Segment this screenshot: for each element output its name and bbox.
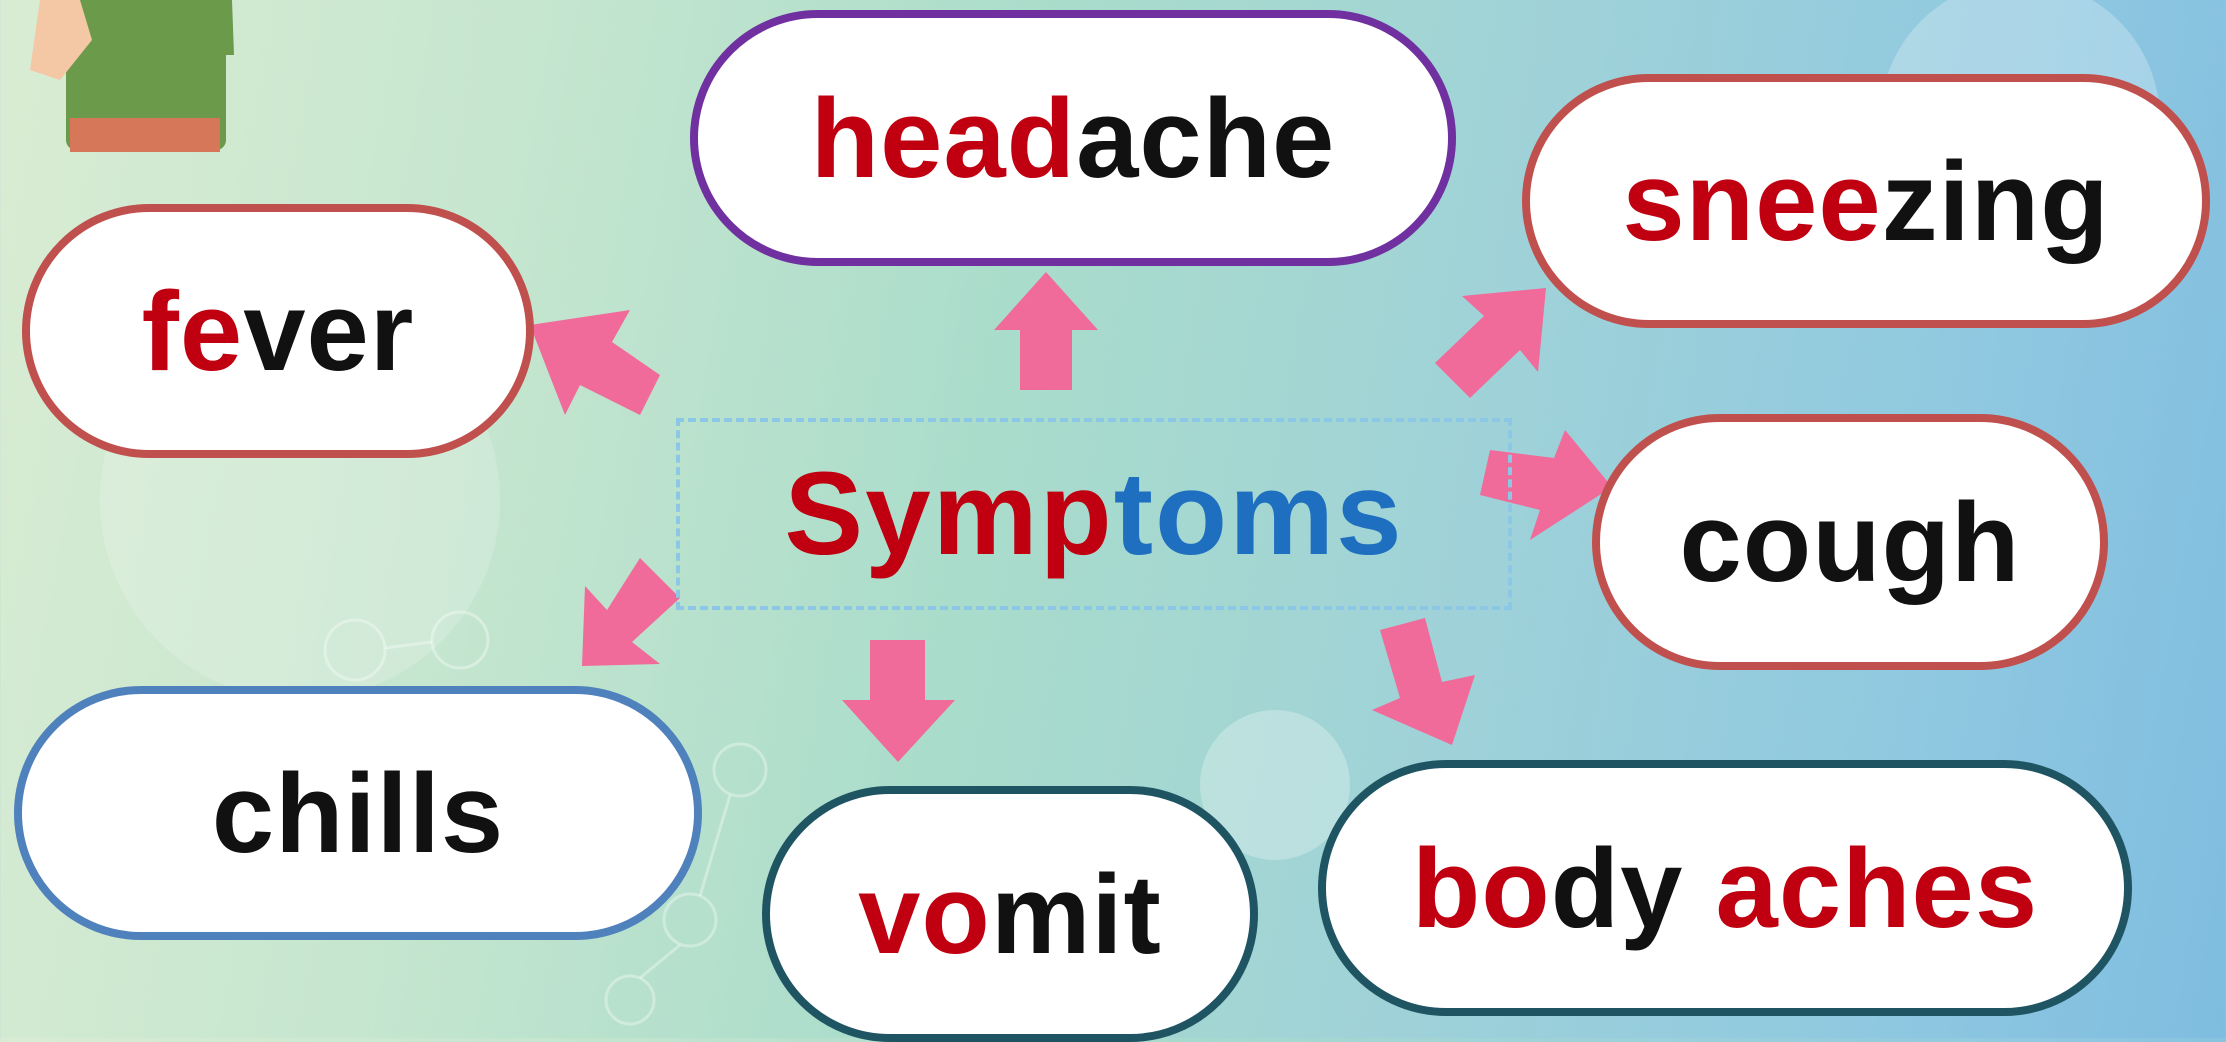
body-aches-part-2: dy [1551,824,1716,953]
arrow-up-icon [994,272,1098,390]
sneezing-part-1: snee [1622,137,1881,266]
cough-part-1: cough [1680,478,2021,607]
chills-part-1: chills [212,749,504,878]
node-cough: cough [1592,414,2108,670]
fever-part-1: fe [142,267,244,396]
center-title-part-1: Symp [784,448,1113,580]
sneezing-part-2: zing [1882,137,2110,266]
center-title-part-2: toms [1114,448,1404,580]
vomit-part-1: vo [858,850,991,979]
arrow-up-left-icon [530,310,660,415]
arrow-down-icon [842,640,955,762]
center-topic-title: Symptoms [784,446,1403,582]
center-topic-box: Symptoms [676,418,1512,610]
arrow-up-right-icon [1435,288,1546,398]
body-aches-part-1: bo [1412,824,1551,953]
headache-part-1: head [811,74,1076,203]
node-chills: chills [14,686,702,940]
arrow-down-right-icon [1372,618,1475,745]
vomit-part-2: mit [991,850,1162,979]
arrow-down-left-icon [582,558,680,666]
fever-part-2: ver [243,267,414,396]
body-aches-part-3: aches [1716,824,2039,953]
headache-part-2: ache [1076,74,1335,203]
